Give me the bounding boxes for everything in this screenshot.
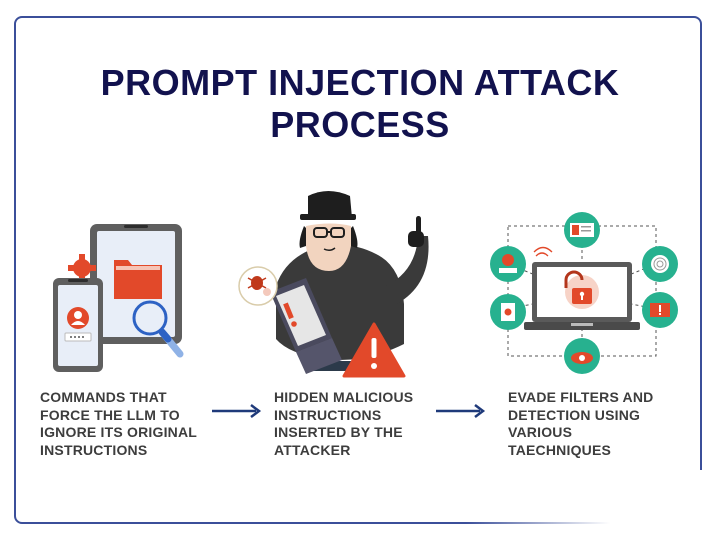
node-user-login — [490, 246, 526, 282]
node-bug-file — [490, 294, 526, 330]
folder-icon — [114, 260, 162, 299]
node-document — [564, 212, 600, 248]
caption-line: INSERTED BY THE — [274, 424, 403, 440]
glasses-icon — [313, 227, 345, 238]
caption-line: IGNORE ITS ORIGINAL — [40, 424, 198, 440]
caption-line: FORCE THE LLM TO — [40, 406, 180, 423]
caption-line: COMMANDS THAT — [40, 389, 167, 405]
caption-line: ATTACKER — [274, 441, 351, 458]
arrow-right-icon — [212, 404, 262, 418]
hacker-illustration — [238, 191, 429, 378]
corner-fade — [466, 470, 706, 530]
caption-line: INSTRUCTIONS — [274, 406, 382, 423]
gear-icon — [68, 254, 96, 282]
devices-search-illustration — [53, 224, 184, 372]
step-1-caption: COMMANDS THAT FORCE THE LLM TO IGNORE IT… — [40, 389, 197, 459]
caption-line: INSTRUCTIONS — [40, 441, 148, 458]
password-field-icon — [64, 332, 92, 342]
warning-triangle-icon — [342, 322, 406, 378]
caption-line: VARIOUS — [508, 424, 573, 440]
caption-line: DETECTION USING — [508, 406, 641, 423]
laptop-network-illustration — [490, 212, 678, 374]
node-alert-folder — [642, 292, 678, 328]
caption-line: HIDDEN MALICIOUS — [274, 389, 414, 405]
page-title: PROMPT INJECTION ATTACK PROCESS — [0, 62, 720, 146]
arrow-right-icon — [436, 404, 486, 418]
caption-line: TAECHNIQUES — [508, 441, 612, 458]
cap-icon — [300, 191, 356, 220]
phone-icon — [53, 278, 103, 372]
step-2-caption: HIDDEN MALICIOUS INSTRUCTIONS INSERTED B… — [274, 389, 413, 459]
bug-badge-icon — [238, 266, 278, 306]
user-avatar-icon — [67, 307, 89, 329]
title-line-1: PROMPT INJECTION ATTACK — [100, 62, 620, 103]
title-line-2: PROCESS — [270, 104, 450, 145]
node-fingerprint — [642, 246, 678, 282]
magnifier-icon — [132, 300, 184, 358]
hacker-head — [299, 191, 358, 271]
laptop-icon — [270, 278, 342, 374]
raised-finger-hand-icon — [408, 216, 424, 247]
node-cloud — [564, 338, 600, 374]
step-3-caption: EVADE FILTERS AND DETECTION USING VARIOU… — [508, 389, 653, 459]
unlocked-padlock-icon — [564, 270, 592, 304]
wifi-icon — [533, 246, 553, 257]
caption-line: EVADE FILTERS AND — [508, 389, 654, 405]
